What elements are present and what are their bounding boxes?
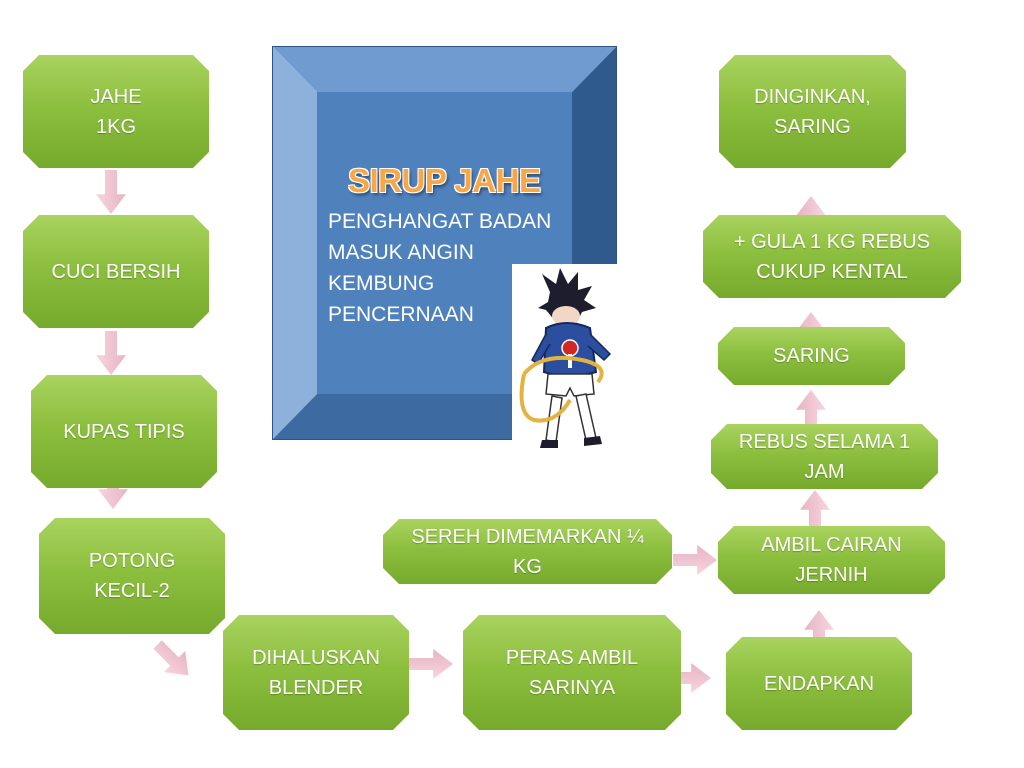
benefit-item: PENCERNAAN [328,303,474,326]
step-potong-kecil: POTONG KECIL-2 [39,518,225,634]
page-title: SIRUP JAHE [348,162,541,199]
step-ambil-cairan-jernih: AMBIL CAIRAN JERNIH [718,526,945,594]
step-sereh-dimemarkan: SEREH DIMEMARKAN ¼ KG [383,519,672,584]
step-dihaluskan-blender: DIHALUSKAN BLENDER [223,615,409,730]
step-endapkan: ENDAPKAN [726,637,912,730]
flow-arrow [96,170,126,214]
step-gula-rebus: + GULA 1 KG REBUS CUKUP KENTAL [703,215,961,298]
flow-arrow [409,649,453,679]
benefit-item: KEMBUNG [328,272,435,295]
step-rebus-selama: REBUS SELAMA 1 JAM [711,424,938,489]
hula-hoop-character-illustration [512,264,618,456]
benefit-item: MASUK ANGIN [328,241,474,264]
benefit-item: PENGHANGAT BADAN [328,210,552,233]
flow-arrow [673,545,717,575]
flow-arrow [96,331,126,375]
step-peras-ambil-sarinya: PERAS AMBIL SARINYA [463,615,681,730]
step-jahe: JAHE 1KG [23,55,209,168]
step-saring: SARING [718,327,905,385]
step-cuci-bersih: CUCI BERSIH [23,215,209,328]
step-dinginkan-saring: DINGINKAN, SARING [719,55,906,168]
flow-arrow [147,634,199,686]
step-kupas-tipis: KUPAS TIPIS [31,375,217,488]
